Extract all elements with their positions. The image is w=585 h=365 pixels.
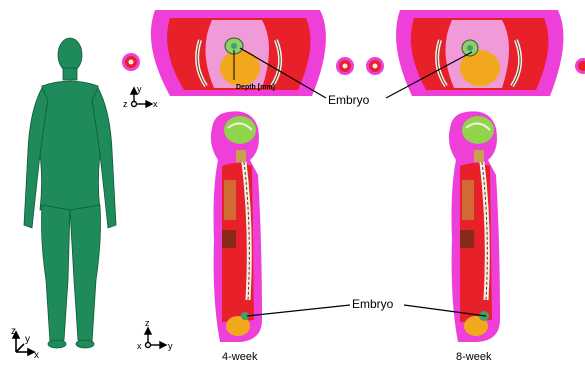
- week-label-4: 4-week: [222, 351, 258, 363]
- transverse-axis-y: y: [137, 84, 142, 94]
- arm-slice-mid-2: [366, 57, 384, 75]
- body-axis-x: x: [34, 350, 39, 361]
- transverse-axis-z: z: [123, 99, 128, 109]
- arm-slice-left: [122, 53, 140, 71]
- embryo-top-label: Embryo: [328, 93, 370, 107]
- sagittal-slice-8-week: [449, 111, 500, 342]
- sagittal-axis-x: x: [137, 341, 142, 351]
- sagittal-axis-z: z: [145, 318, 150, 328]
- sagittal-slice-4-week: [211, 111, 262, 342]
- sagittal-axis-y: y: [168, 341, 173, 351]
- transverse-slice-8-week: [396, 10, 563, 96]
- arm-slice-right: [575, 58, 585, 74]
- depth-label: Depth [mm]: [236, 84, 275, 91]
- sagittal-axes-icon: [145, 328, 166, 348]
- week-label-8: 8-week: [456, 351, 492, 363]
- body-axis-y: y: [25, 334, 30, 345]
- body-axes-icon: [13, 332, 34, 355]
- transverse-axes-icon: [131, 88, 152, 107]
- female-body-3d-model: [24, 38, 116, 348]
- body-axis-z: z: [11, 326, 16, 337]
- arm-slice-mid-1: [336, 57, 354, 75]
- embryo-bottom-label: Embryo: [352, 297, 394, 311]
- transverse-axis-x: x: [153, 99, 158, 109]
